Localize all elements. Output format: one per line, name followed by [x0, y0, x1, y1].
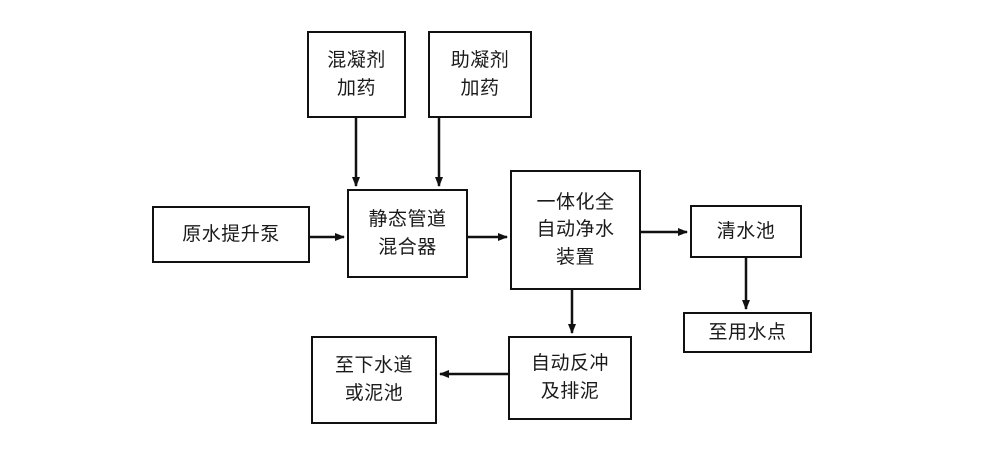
flow-node-label: 静态管道 混合器 — [368, 207, 447, 258]
flow-node-label: 至用水点 — [708, 320, 787, 343]
flow-node-label: 助凝剂 加药 — [450, 48, 510, 99]
flow-node-sewer[interactable]: 至下水道 或泥池 — [311, 336, 437, 424]
flow-node-clearwell[interactable]: 清水池 — [690, 205, 802, 258]
flow-node-purifier[interactable]: 一体化全 自动净水 装置 — [510, 170, 641, 290]
flow-node-label: 混凝剂 加药 — [327, 48, 386, 99]
flow-node-flocculant[interactable]: 助凝剂 加药 — [428, 31, 532, 118]
flow-node-coagulant[interactable]: 混凝剂 加药 — [307, 31, 406, 118]
flow-node-use-point[interactable]: 至用水点 — [683, 312, 812, 353]
flow-node-backwash[interactable]: 自动反冲 及排泥 — [508, 336, 632, 420]
flow-node-label: 清水池 — [716, 219, 776, 242]
flow-node-label: 原水提升泵 — [182, 222, 280, 245]
flow-node-static-mixer[interactable]: 静态管道 混合器 — [347, 189, 468, 278]
flow-node-raw-pump[interactable]: 原水提升泵 — [152, 206, 310, 263]
flow-node-label: 自动反冲 及排泥 — [530, 352, 609, 402]
flow-node-label: 至下水道 或泥池 — [334, 354, 413, 404]
flow-node-label: 一体化全 自动净水 装置 — [536, 190, 615, 268]
